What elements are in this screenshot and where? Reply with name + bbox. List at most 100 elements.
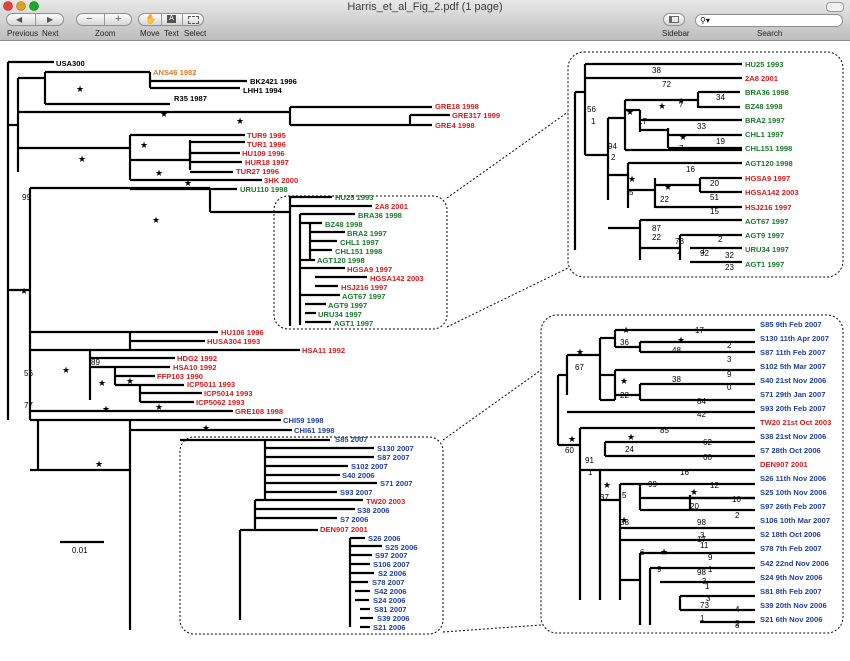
support-value: 9 [727, 370, 732, 379]
star-marker: ★ [620, 376, 628, 386]
taxon-label: HUSA304 1993 [207, 337, 260, 346]
support-value: 38 [672, 375, 681, 384]
taxon-label: S85 2007 [335, 435, 368, 444]
star-marker: ★ [102, 404, 110, 414]
zoom-control: − + [76, 13, 132, 26]
support-value: 34 [716, 93, 725, 102]
zoom-window-icon[interactable] [29, 1, 39, 11]
support-value: 2 [611, 153, 616, 162]
zoom-in-icon[interactable]: + [115, 13, 122, 25]
taxon-label: BZ48 1998 [745, 102, 783, 111]
star-marker: ★ [62, 365, 70, 375]
next-button-label[interactable]: Next [42, 29, 59, 38]
taxon-label: S24 9th Nov 2006 [760, 573, 822, 582]
previous-button-label[interactable]: Previous [7, 29, 39, 38]
star-marker: ★ [627, 432, 635, 442]
support-value: 32 [725, 251, 734, 260]
text-tool-label[interactable]: Text [164, 29, 179, 38]
taxon-label: S42 22nd Nov 2006 [760, 559, 829, 568]
previous-arrow-icon[interactable]: ◀ [16, 15, 23, 24]
star-marker: ★ [660, 547, 668, 557]
support-value: 22 [652, 233, 661, 242]
star-marker: ★ [664, 182, 672, 192]
star-marker: ★ [155, 168, 163, 178]
move-hand-icon[interactable]: ✋ [145, 14, 157, 24]
next-arrow-icon[interactable]: ▶ [47, 15, 54, 24]
support-value: 60 [565, 446, 574, 455]
window-controls [3, 1, 39, 11]
search-label: Search [757, 29, 783, 38]
search-icon: ⚲▾ [700, 16, 710, 25]
select-tool-label[interactable]: Select [184, 29, 207, 38]
taxon-label: ICP5014 1993 [204, 389, 253, 398]
taxon-label: S97 26th Feb 2007 [760, 502, 826, 511]
support-value: 1 [700, 614, 705, 623]
zoom-out-icon[interactable]: − [86, 13, 93, 25]
star-marker: ★ [184, 178, 192, 188]
tree-branches [6, 60, 755, 630]
taxon-label: USA300 [56, 59, 85, 68]
support-value: 56 [24, 369, 33, 378]
support-value: 17 [695, 326, 704, 335]
support-value: 3 [702, 577, 707, 586]
taxon-label: BRA36 1998 [745, 88, 789, 97]
taxon-label: URU34 1997 [318, 310, 362, 319]
support-value: 67 [575, 363, 584, 372]
support-value: 72 [662, 80, 671, 89]
select-tool-icon[interactable] [188, 16, 199, 24]
zoom-label: Zoom [95, 29, 116, 38]
taxon-label: CHL151 1998 [745, 144, 792, 153]
close-window-icon[interactable] [3, 1, 13, 11]
star-marker: ★ [76, 84, 84, 94]
minimize-window-icon[interactable] [16, 1, 26, 11]
taxon-label: S25 10th Nov 2006 [760, 488, 827, 497]
taxon-label: TUR27 1996 [236, 167, 279, 176]
sidebar-label[interactable]: Sidebar [662, 29, 690, 38]
connector-line [442, 369, 542, 441]
support-value: 15 [710, 207, 719, 216]
star-marker: ★ [140, 140, 148, 150]
support-value: 9 [657, 565, 662, 574]
star-marker: ★ [677, 96, 685, 106]
support-value: 89 [91, 358, 100, 367]
taxon-label: URU34 1997 [745, 245, 789, 254]
taxon-label: S130 11th Apr 2007 [760, 334, 829, 343]
sidebar-button[interactable] [663, 13, 685, 26]
taxon-label: AGT120 1998 [745, 159, 793, 168]
taxon-label: CHI59 1998 [283, 416, 324, 425]
taxon-label: S102 2007 [351, 462, 388, 471]
connector-line [446, 111, 569, 199]
support-value: 0 [727, 383, 732, 392]
text-tool-icon[interactable]: A [167, 15, 176, 23]
star-marker: ★ [152, 215, 160, 225]
taxon-label: HU109 1996 [242, 149, 285, 158]
support-value: 2 [727, 341, 732, 350]
taxon-label: S2 2006 [378, 569, 406, 578]
move-tool-label[interactable]: Move [140, 29, 160, 38]
inset-top-frame [567, 51, 844, 278]
taxon-label: 3HK 2000 [264, 176, 298, 185]
taxon-label: HGSA142 2003 [745, 188, 799, 197]
previous-next-control: ◀ ▶ [6, 13, 64, 26]
taxon-label: URU110 1998 [240, 185, 288, 194]
support-value: 98 [697, 518, 706, 527]
taxon-label: CHL1 1997 [340, 238, 379, 247]
support-value: 1 [588, 468, 593, 477]
support-value: 20 [710, 179, 719, 188]
star-marker: ★ [679, 132, 687, 142]
segment-divider [35, 14, 36, 25]
taxon-label: HGSA9 1997 [745, 174, 790, 183]
support-value: 22 [660, 195, 669, 204]
taxon-label: AGT67 1997 [745, 217, 788, 226]
toolbar-toggle-button[interactable] [826, 2, 844, 12]
taxon-label: S25 2006 [385, 543, 418, 552]
taxon-label: GRE4 1998 [435, 121, 475, 130]
taxon-label: AGT9 1997 [745, 231, 784, 240]
taxon-label: DEN907 2001 [320, 525, 368, 534]
search-field[interactable]: ⚲▾ [695, 14, 843, 27]
support-value: 7 [679, 144, 684, 153]
star-marker: ★ [78, 154, 86, 164]
taxon-label: S40 2006 [342, 471, 375, 480]
